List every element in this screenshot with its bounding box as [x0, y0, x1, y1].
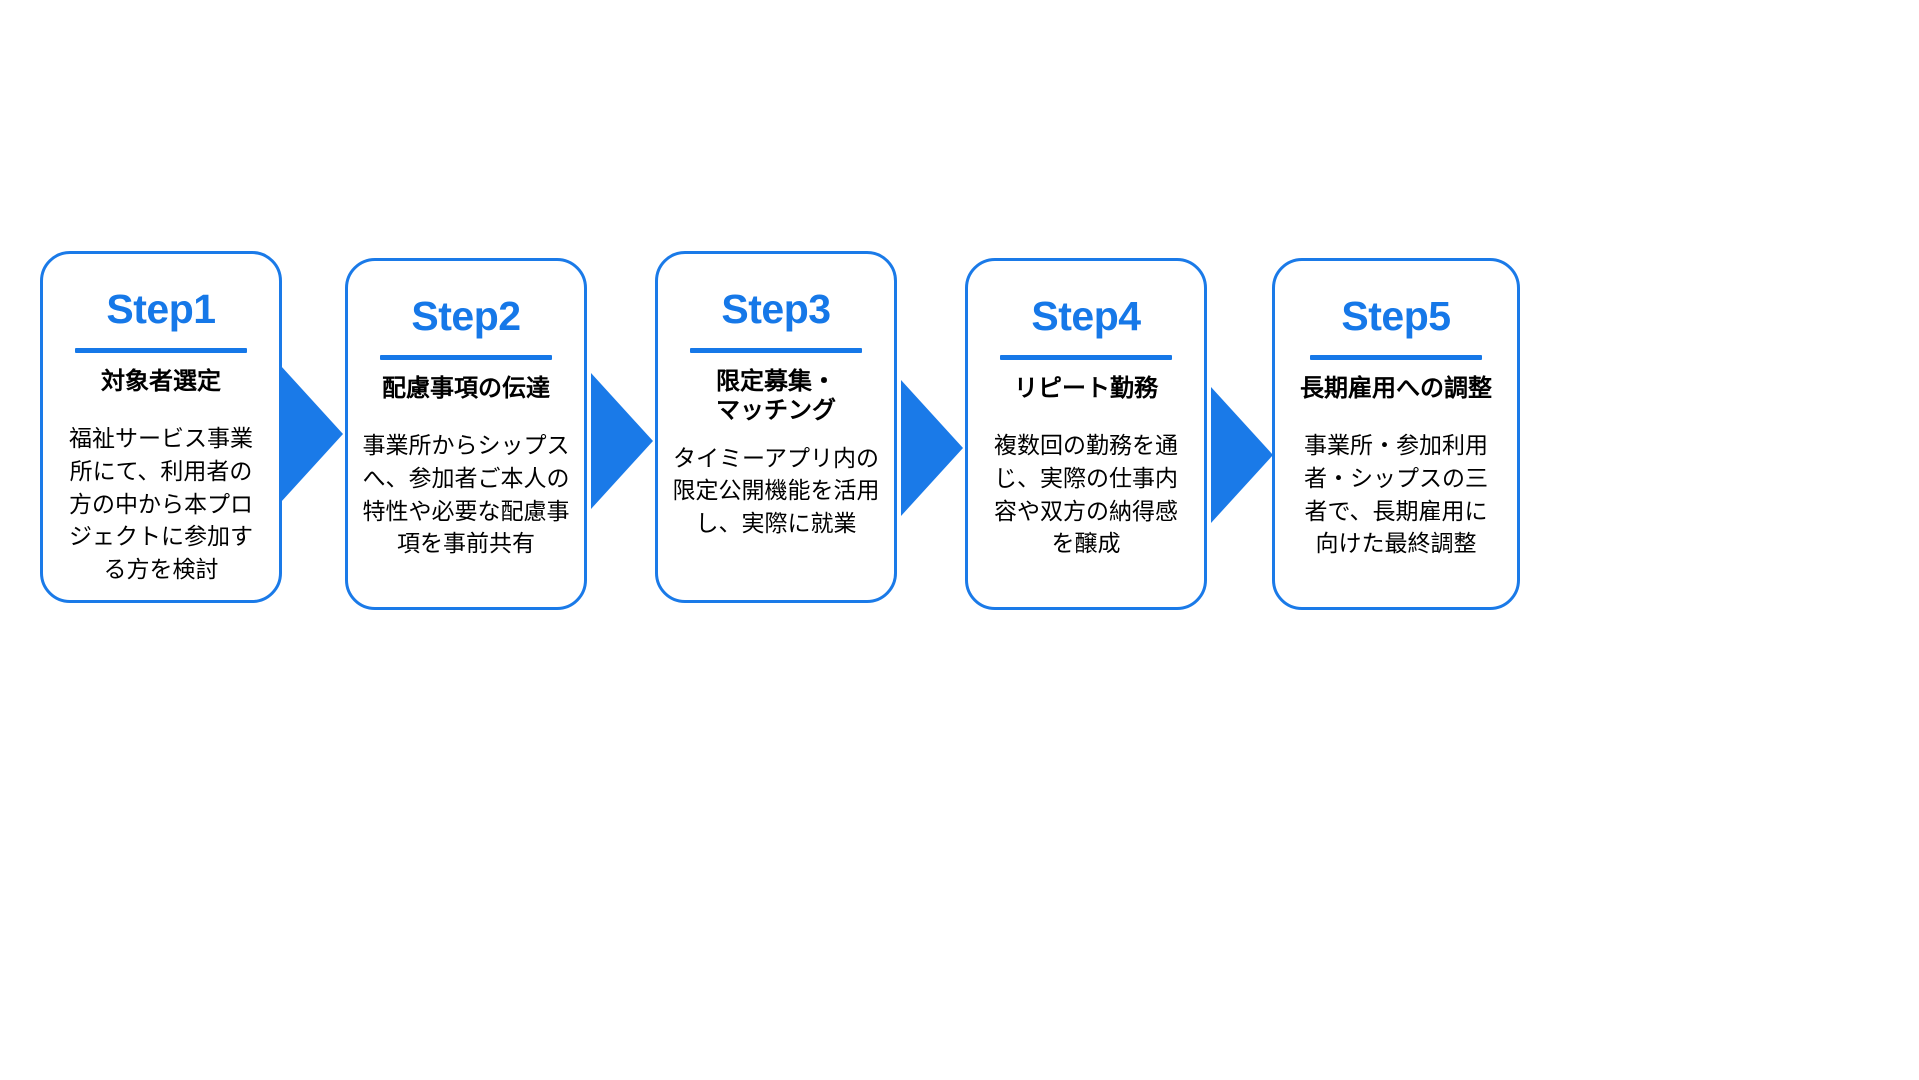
arrow-step4-to-step5	[1211, 387, 1273, 523]
step-subtitle-4: リピート勤務	[1014, 375, 1158, 402]
step-label-1: Step1	[106, 286, 216, 332]
step-subtitle-1: 対象者選定	[101, 368, 221, 395]
arrow-step1-to-step2	[281, 366, 343, 502]
step-label-5: Step5	[1341, 293, 1451, 339]
step-divider-5	[1310, 355, 1482, 360]
step-card-1[interactable]: Step1 対象者選定 福祉サービス事業 所にて、利用者の 方の中から本プロ ジ…	[40, 251, 282, 603]
step-subtitle-5: 長期雇用への調整	[1300, 375, 1492, 402]
step-divider-3	[690, 348, 862, 353]
step-body-1: 福祉サービス事業 所にて、利用者の 方の中から本プロ ジェクトに参加す る方を検…	[69, 425, 253, 582]
step-subtitle-2: 配慮事項の伝達	[382, 375, 550, 402]
step-label-3: Step3	[721, 286, 831, 332]
arrow-step2-to-step3	[591, 373, 653, 509]
step-card-3[interactable]: Step3 限定募集・ マッチング タイミーアプリ内の 限定公開機能を活用 し、…	[655, 251, 897, 603]
step-subtitle-3: 限定募集・ マッチング	[716, 368, 836, 425]
step-divider-4	[1000, 355, 1172, 360]
step-divider-1	[75, 348, 247, 353]
step-body-3: タイミーアプリ内の 限定公開機能を活用 し、実際に就業	[672, 444, 880, 536]
step-body-5: 事業所・参加利用 者・シップスの三 者で、長期雇用に 向けた最終調整	[1304, 432, 1488, 557]
step-card-5[interactable]: Step5 長期雇用への調整 事業所・参加利用 者・シップスの三 者で、長期雇用…	[1272, 258, 1520, 610]
step-body-2: 事業所からシップス へ、参加者ご本人の 特性や必要な配慮事 項を事前共有	[362, 432, 570, 557]
step-card-2[interactable]: Step2 配慮事項の伝達 事業所からシップス へ、参加者ご本人の 特性や必要な…	[345, 258, 587, 610]
step-card-4[interactable]: Step4 リピート勤務 複数回の勤務を通 じ、実際の仕事内 容や双方の納得感 …	[965, 258, 1207, 610]
step-label-4: Step4	[1031, 293, 1141, 339]
step-divider-2	[380, 355, 552, 360]
step-body-4: 複数回の勤務を通 じ、実際の仕事内 容や双方の納得感 を醸成	[994, 432, 1178, 557]
arrow-step3-to-step4	[901, 380, 963, 516]
step-label-2: Step2	[411, 293, 521, 339]
